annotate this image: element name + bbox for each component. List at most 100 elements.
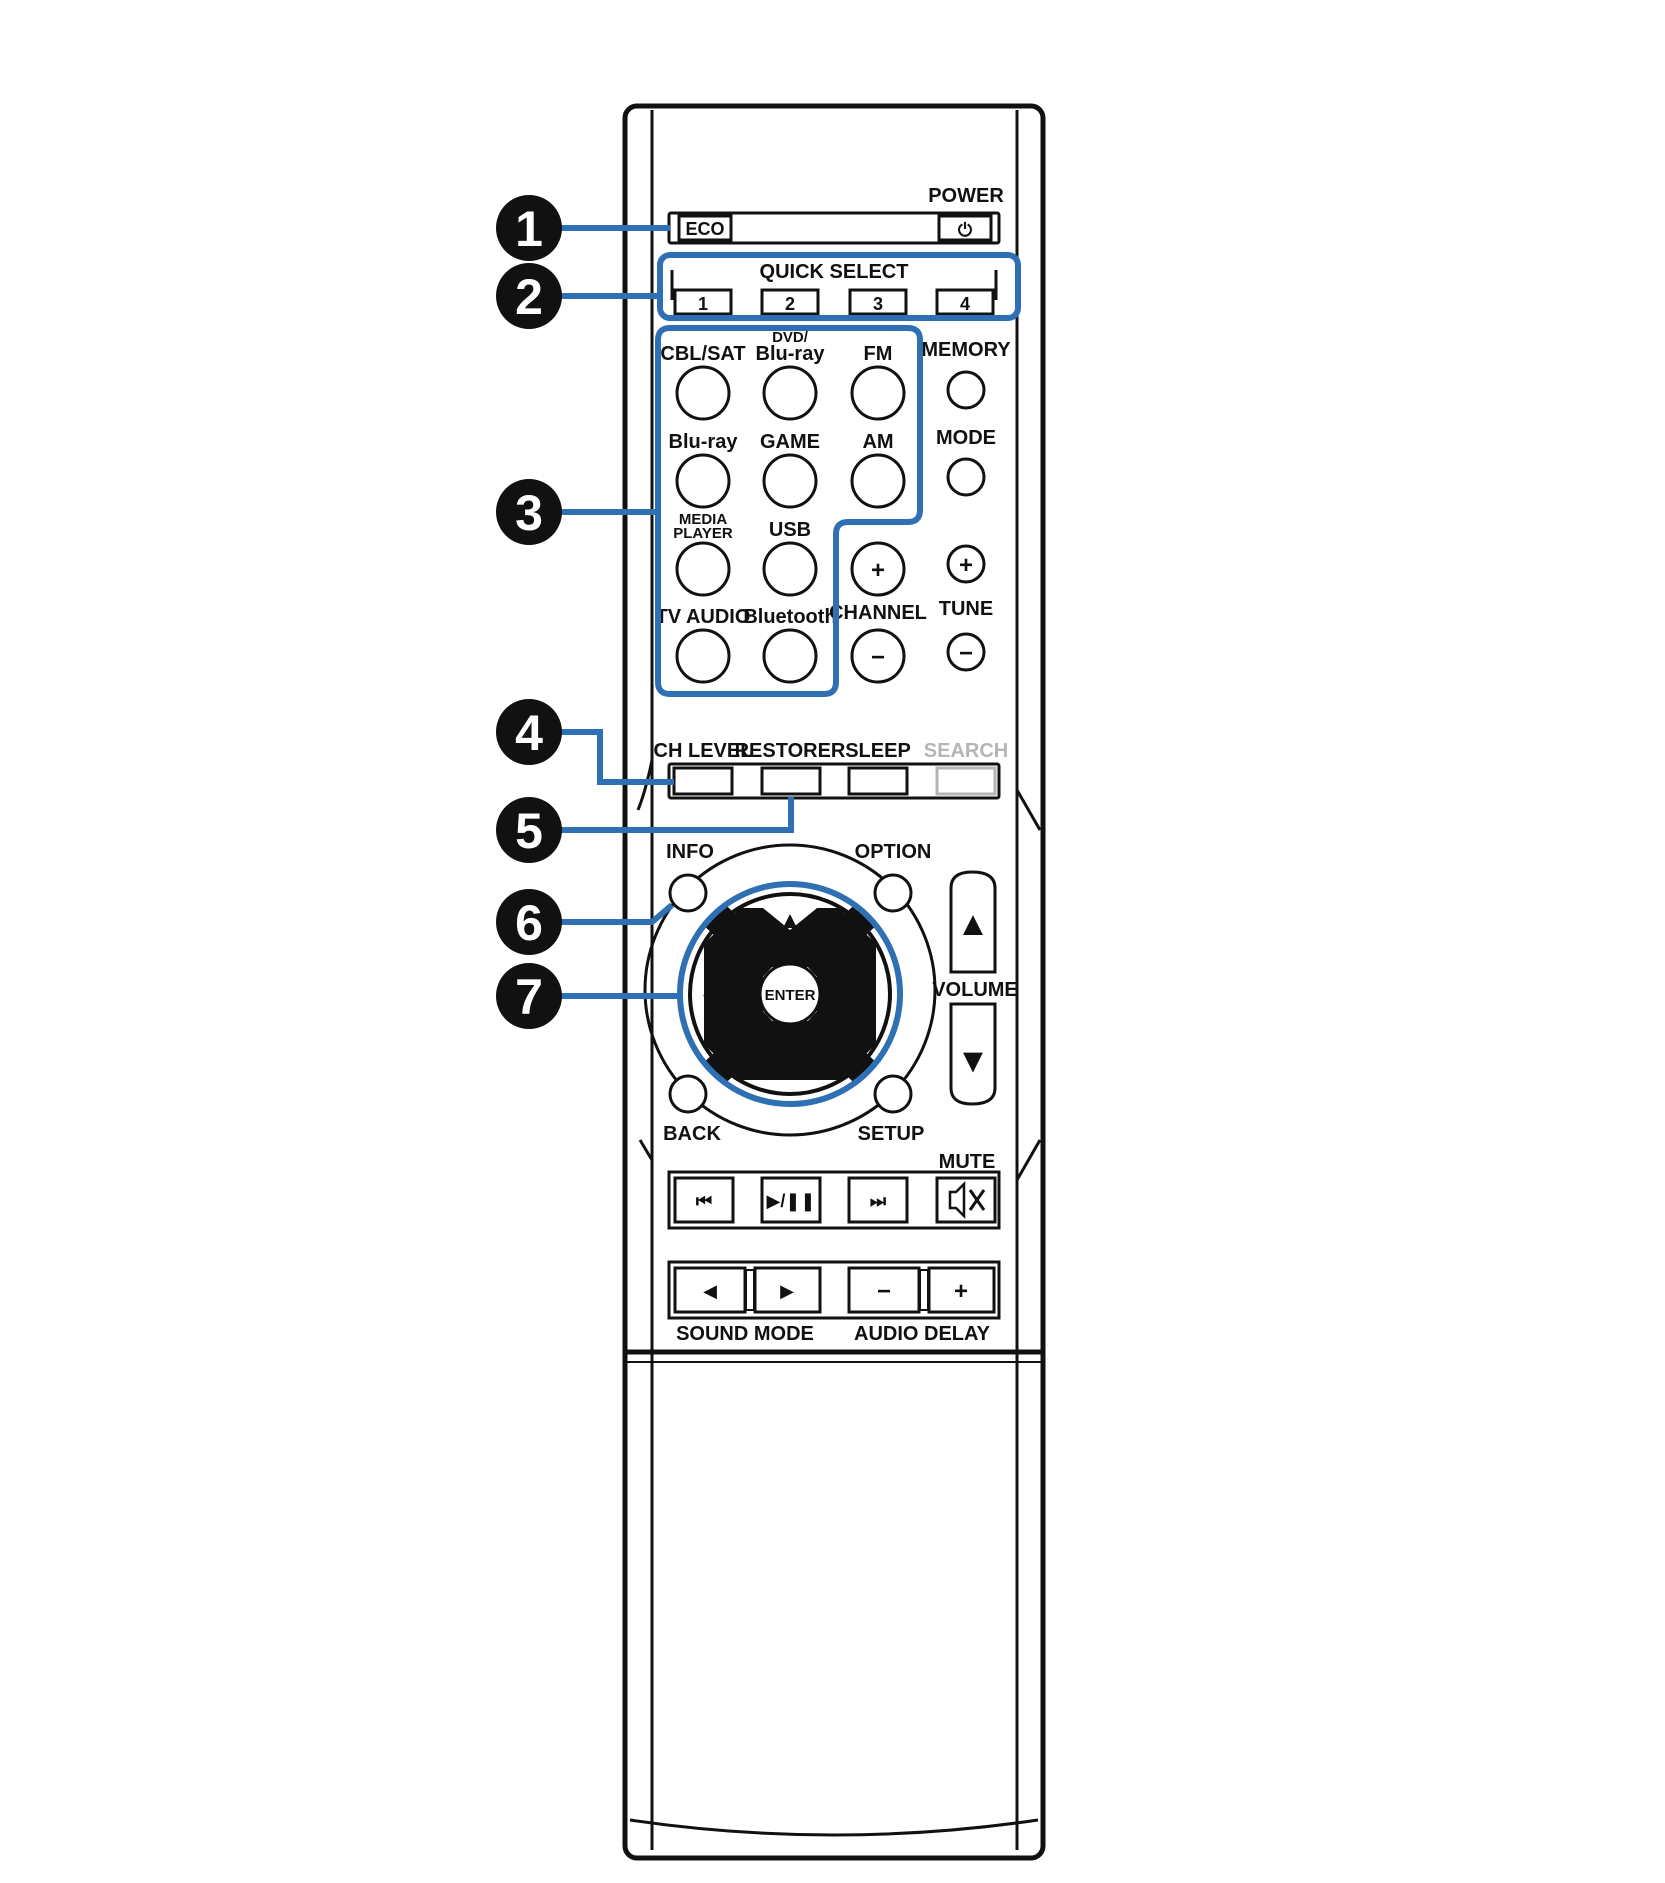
minus-icon: − <box>871 644 885 671</box>
quick-select-1-button[interactable]: 1 <box>673 288 733 316</box>
plus-icon: + <box>871 557 885 584</box>
left-button[interactable]: ◀ <box>703 981 722 1008</box>
power-label: POWER <box>928 185 1004 207</box>
mode-label: MODE <box>936 427 996 449</box>
fm-button[interactable] <box>850 365 906 421</box>
fm-label: FM <box>864 343 893 365</box>
quick-select-2-button[interactable]: 2 <box>760 288 820 316</box>
restorer-label: RESTORER <box>735 740 846 762</box>
up-button[interactable]: ▲ <box>758 904 822 934</box>
quick-select-label: QUICK SELECT <box>760 261 909 283</box>
channel-label: CHANNEL <box>829 602 927 624</box>
cbl-sat-label: CBL/SAT <box>660 343 745 365</box>
back-button[interactable] <box>668 1074 708 1114</box>
media-player-label-line1: MEDIA <box>679 511 728 528</box>
highlight-input-sources <box>655 325 923 697</box>
quick-select-4-label: 4 <box>960 294 970 314</box>
previous-track-icon: ⏮ <box>696 1191 712 1211</box>
restorer-button[interactable] <box>760 766 822 796</box>
bluray-button[interactable] <box>675 453 731 509</box>
memory-label: MEMORY <box>921 339 1011 361</box>
transport-strip <box>667 1170 1001 1230</box>
down-button[interactable]: ▼ <box>778 1057 802 1084</box>
cbl-sat-button[interactable] <box>675 365 731 421</box>
callout-4: 4 <box>496 699 562 765</box>
right-button[interactable]: ▶ <box>857 981 876 1008</box>
audio-delay-plus-button[interactable]: + <box>927 1266 996 1314</box>
audio-delay-label: AUDIO DELAY <box>854 1323 991 1345</box>
remote-body <box>622 103 1046 1861</box>
callout-1-number: 1 <box>515 201 543 257</box>
sound-mode-right-icon: ▶ <box>780 1281 794 1301</box>
enter-label: ENTER <box>765 987 816 1004</box>
enter-button[interactable]: ENTER <box>758 962 822 1026</box>
volume-up-button[interactable]: ▲ <box>949 870 997 974</box>
sound-mode-left-icon: ◀ <box>703 1281 717 1301</box>
ch-level-button[interactable] <box>672 766 734 796</box>
speaker-icon <box>948 1180 966 1220</box>
tune-plus-button[interactable]: + <box>946 544 986 584</box>
play-pause-icon: ▶/❚❚ <box>766 1191 815 1212</box>
power-icon: ⏻ <box>958 220 973 240</box>
bluetooth-button[interactable] <box>762 628 818 684</box>
quick-select-3-label: 3 <box>873 294 883 314</box>
power-button[interactable]: ⏻ <box>937 214 993 242</box>
eco-button[interactable]: ECO <box>677 214 733 242</box>
volume-down-button[interactable]: ▼ <box>949 1002 997 1106</box>
callout-1: 1 <box>496 195 562 261</box>
media-player-button[interactable] <box>675 541 731 597</box>
ch-level-label: CH LEVEL <box>654 740 753 762</box>
channel-plus-button[interactable]: + <box>850 541 906 597</box>
info-button[interactable] <box>668 873 708 913</box>
quick-select-2-label: 2 <box>785 294 795 314</box>
search-button[interactable] <box>935 766 997 796</box>
audio-delay-minus-button[interactable]: − <box>847 1266 921 1314</box>
dvd-label-line2: Blu-ray <box>756 343 826 365</box>
sound-mode-divider <box>745 1269 755 1311</box>
volume-down-icon: ▼ <box>956 1042 990 1080</box>
plus-icon: + <box>959 552 973 579</box>
sound-mode-left-button[interactable]: ◀ <box>673 1266 747 1314</box>
sound-strip <box>667 1260 1001 1320</box>
sound-mode-right-button[interactable]: ▶ <box>753 1266 822 1314</box>
quick-select-4-button[interactable]: 4 <box>935 288 995 316</box>
tune-label: TUNE <box>939 598 993 620</box>
tune-minus-button[interactable]: − <box>946 632 986 672</box>
previous-track-button[interactable]: ⏮ <box>673 1176 735 1224</box>
callout-4-number: 4 <box>515 705 543 761</box>
sleep-label: SLEEP <box>845 740 911 762</box>
quick-select-3-button[interactable]: 3 <box>848 288 908 316</box>
volume-label: VOLUME <box>932 979 1018 1001</box>
play-pause-button[interactable]: ▶/❚❚ <box>760 1176 822 1224</box>
callout-7-number: 7 <box>515 969 543 1025</box>
option-button[interactable] <box>873 873 913 913</box>
dvd-button[interactable] <box>762 365 818 421</box>
usb-button[interactable] <box>762 541 818 597</box>
bluray-label: Blu-ray <box>669 431 739 453</box>
sleep-button[interactable] <box>847 766 909 796</box>
bluetooth-label: Bluetooth <box>743 606 836 628</box>
setup-button[interactable] <box>873 1074 913 1114</box>
right-arrow-icon: ▶ <box>857 981 876 1008</box>
down-arrow-icon: ▼ <box>778 1057 802 1084</box>
back-label: BACK <box>663 1123 721 1145</box>
audio-delay-minus-icon: − <box>877 1278 891 1305</box>
channel-minus-button[interactable]: − <box>850 628 906 684</box>
mode-button[interactable] <box>946 457 986 497</box>
quick-select-1-label: 1 <box>698 294 708 314</box>
am-label: AM <box>862 431 893 453</box>
audio-delay-divider <box>919 1269 929 1311</box>
eco-label: ECO <box>685 219 724 239</box>
game-button[interactable] <box>762 453 818 509</box>
left-arrow-icon: ◀ <box>703 981 722 1008</box>
next-track-button[interactable]: ⏭ <box>847 1176 909 1224</box>
game-label: GAME <box>760 431 820 453</box>
am-button[interactable] <box>850 453 906 509</box>
memory-button[interactable] <box>946 370 986 410</box>
mute-button[interactable] <box>935 1176 997 1224</box>
callout-7: 7 <box>496 963 562 1029</box>
callout-5-number: 5 <box>515 803 543 859</box>
tv-audio-button[interactable] <box>675 628 731 684</box>
